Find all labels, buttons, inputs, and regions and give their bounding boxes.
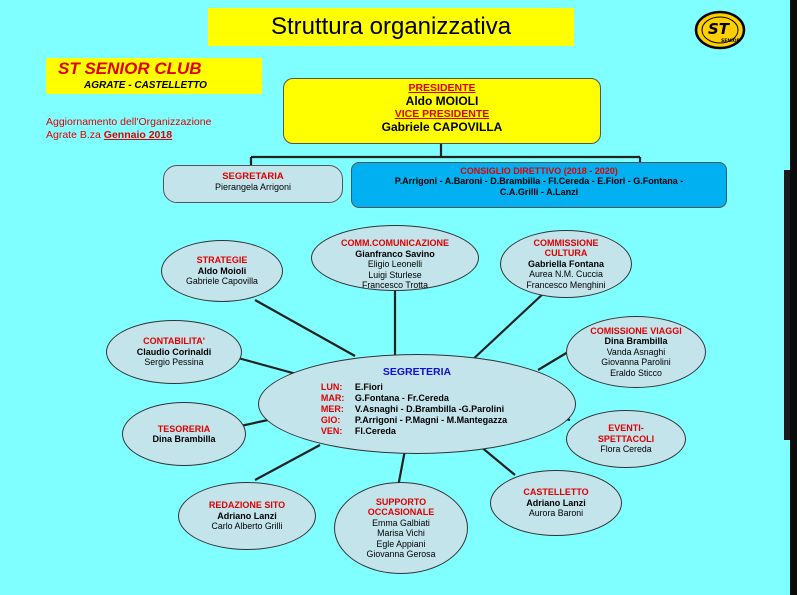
logo-sub: SENIOR <box>721 38 741 44</box>
tesoreria-label: TESORERIA <box>157 423 211 434</box>
tesoreria-lead: Dina Brambilla <box>152 434 216 444</box>
eventi-label2: SPETTACOLI <box>597 433 655 444</box>
redazione-label: REDAZIONE SITO <box>208 500 286 511</box>
presidency-box: PRESIDENTE Aldo MOIOLI VICE PRESIDENTE G… <box>283 78 601 144</box>
comunicazione-label: COMM.COMUNICAZIONE <box>341 238 449 248</box>
cultura-label2: CULTURA <box>544 248 588 259</box>
st-logo-icon: ST SENIOR <box>694 10 746 50</box>
eventi-member: Flora Cereda <box>600 444 652 455</box>
comunicazione-member: Francesco Trotta <box>361 280 428 290</box>
viaggi-node: COMISSIONE VIAGGI Dina Brambilla Vanda A… <box>566 316 706 388</box>
cultura-node: COMMISSIONE CULTURA Gabriella Fontana Au… <box>500 230 632 298</box>
cultura-member: Francesco Menghini <box>526 279 606 290</box>
contabilita-lead: Claudio Corinaldi <box>136 346 212 357</box>
strategie-label: STRATEGIE <box>196 255 248 266</box>
vice-president-name: Gabriele CAPOVILLA <box>381 120 503 134</box>
comunicazione-lead: Gianfranco Savino <box>355 248 435 259</box>
consiglio-direttivo-box: CONSIGLIO DIRETTIVO (2018 - 2020) P.Arri… <box>351 162 727 208</box>
supporto-node: SUPPORTO OCCASIONALE Emma Galbiati Maris… <box>334 482 468 574</box>
logo-text: ST <box>708 20 731 38</box>
contabilita-label: CONTABILITA' <box>143 336 205 347</box>
contabilita-node: CONTABILITA' Claudio Corinaldi Sergio Pe… <box>106 320 242 384</box>
update-line2-prefix: Agrate B.za <box>46 129 104 141</box>
strategie-member: Gabriele Capovilla <box>186 276 258 287</box>
redazione-lead: Adriano Lanzi <box>217 510 277 521</box>
redazione-node: REDAZIONE SITO Adriano Lanzi Carlo Alber… <box>178 482 316 550</box>
viaggi-member: Eraldo Sticco <box>610 367 662 378</box>
segreteria-row-mar: MAR:G.Fontana - Fr.Cereda <box>320 392 449 403</box>
tesoreria-node: TESORERIA Dina Brambilla <box>122 402 246 466</box>
castelletto-member: Aurora Baroni <box>528 508 584 519</box>
supporto-member: Marisa Vichi <box>377 528 425 538</box>
segretaria-name: Pierangela Arrigoni <box>214 182 292 192</box>
vice-president-label: VICE PRESIDENTE <box>394 108 490 120</box>
viaggi-lead: Dina Brambilla <box>604 336 668 347</box>
eventi-label1: EVENTI- <box>608 423 644 434</box>
update-date: Gennaio 2018 <box>103 129 173 141</box>
cultura-lead: Gabriella Fontana <box>527 258 605 269</box>
segreteria-node: SEGRETERIA LUN:E.Fiori MAR:G.Fontana - F… <box>258 354 576 454</box>
club-name: ST SENIOR CLUB <box>58 59 202 78</box>
consiglio-line2: C.A.Grilli - A.Lanzi <box>499 187 579 197</box>
club-location: AGRATE - CASTELLETTO <box>84 80 207 91</box>
contabilita-member: Sergio Pessina <box>144 357 204 368</box>
segreteria-row-lun: LUN:E.Fiori <box>320 381 383 392</box>
page-title: Struttura organizzativa <box>208 8 574 46</box>
castelletto-lead: Adriano Lanzi <box>526 497 586 508</box>
window-edge-inner <box>784 170 790 440</box>
club-header: ST SENIOR CLUB AGRATE - CASTELLETTO <box>46 58 262 94</box>
viaggi-member: Giovanna Parolini <box>601 357 671 368</box>
comunicazione-node: COMM.COMUNICAZIONE Gianfranco Savino Eli… <box>311 225 479 291</box>
eventi-node: EVENTI- SPETTACOLI Flora Cereda <box>566 410 686 468</box>
segretaria-label: SEGRETARIA <box>222 171 284 182</box>
consiglio-label: CONSIGLIO DIRETTIVO (2018 - 2020) <box>460 166 618 176</box>
window-edge <box>790 0 797 595</box>
strategie-lead: Aldo Moioli <box>197 265 247 276</box>
comunicazione-member: Luigi Sturlese <box>368 269 422 280</box>
update-note: Aggiornamento dell'Organizzazione Agrate… <box>46 116 211 142</box>
viaggi-member: Vanda Asnaghi <box>606 346 666 357</box>
consiglio-line1: P.Arrigoni - A.Baroni - D.Brambilla - Fl… <box>394 176 684 186</box>
update-line1: Aggiornamento dell'Organizzazione <box>46 116 212 128</box>
segreteria-row-ven: VEN:Fl.Cereda <box>320 425 396 436</box>
segreteria-label: SEGRETERIA <box>382 366 452 378</box>
segreteria-row-gio: GIO:P.Arrigoni - P.Magni - M.Mantegazza <box>320 414 508 425</box>
comunicazione-member: Eligio Leonelli <box>367 259 423 269</box>
segreteria-row-mer: MER:V.Asnaghi - D.Brambilla -G.Parolini <box>320 403 505 414</box>
supporto-label2: OCCASIONALE <box>367 507 435 517</box>
viaggi-label: COMISSIONE VIAGGI <box>590 325 682 336</box>
castelletto-label: CASTELLETTO <box>523 487 589 498</box>
supporto-member: Emma Galbiati <box>372 517 430 528</box>
president-label: PRESIDENTE <box>408 82 476 94</box>
strategie-node: STRATEGIE Aldo Moioli Gabriele Capovilla <box>161 240 283 302</box>
supporto-label1: SUPPORTO <box>375 496 427 507</box>
redazione-member: Carlo Alberto Grilli <box>211 521 283 532</box>
cultura-member: Aurea N.M. Cuccia <box>529 269 603 280</box>
cultura-label1: COMMISSIONE <box>533 237 599 248</box>
castelletto-node: CASTELLETTO Adriano Lanzi Aurora Baroni <box>490 470 622 536</box>
supporto-member: Egle Appiani <box>376 538 426 549</box>
segretaria-box: SEGRETARIA Pierangela Arrigoni <box>163 165 343 203</box>
supporto-member: Giovanna Gerosa <box>366 549 436 559</box>
president-name: Aldo MOIOLI <box>405 94 479 108</box>
